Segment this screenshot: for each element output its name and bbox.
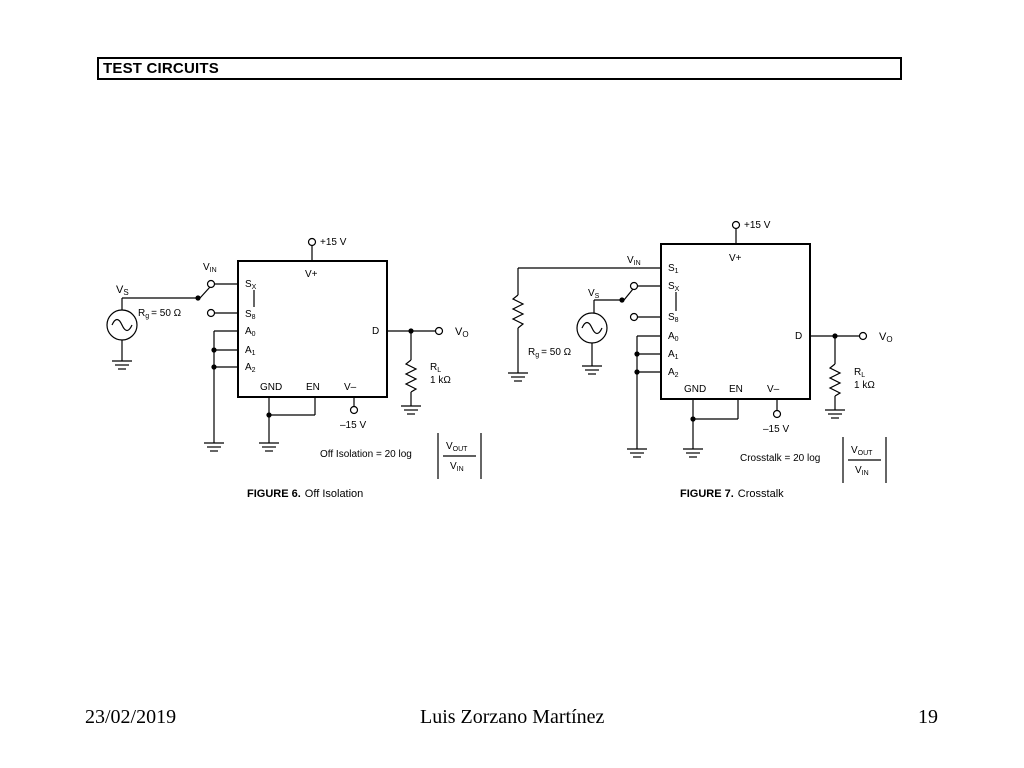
fig7-en-pin: EN: [729, 384, 743, 395]
fig7-vminus-pin: V–: [767, 384, 780, 395]
fig7-a0-label: A0: [668, 331, 679, 343]
fig6-vout: VOUT: [446, 441, 468, 453]
fig7-vin-label: VIN: [627, 255, 641, 267]
footer-page-number: 19: [918, 706, 938, 728]
fig6-vminus-pin: V–: [344, 382, 357, 393]
fig7-vs-label: VS: [588, 288, 600, 300]
fig7-chip: [660, 243, 811, 400]
fig6-sx-label: SX: [245, 279, 257, 291]
fig7-s8-label: S8: [668, 312, 679, 324]
fig7-d-pin: D: [795, 331, 802, 342]
fig6-vin-den: VIN: [450, 461, 464, 473]
fig6-formula-label: Off Isolation = 20 log: [320, 449, 412, 460]
fig6-vminus-supply: –15 V: [340, 420, 366, 431]
fig6-a0-label: A0: [245, 326, 256, 338]
fig6-chip: [237, 260, 388, 398]
fig7-a1-label: A1: [668, 349, 679, 361]
fig6-caption: FIGURE 6.Off Isolation: [247, 488, 363, 500]
header-bar: TEST CIRCUITS: [97, 57, 902, 80]
fig7-rl-value: 1 kΩ: [854, 380, 875, 391]
fig7-vo-label: VO: [879, 331, 893, 344]
fig7-vout: VOUT: [851, 445, 873, 457]
fig6-d-pin: D: [372, 326, 379, 337]
fig6-rl-value: 1 kΩ: [430, 375, 451, 386]
figure-6-circuit: [106, 237, 482, 479]
fig7-formula-label: Crosstalk = 20 log: [740, 453, 820, 464]
fig7-gnd-pin: GND: [684, 384, 706, 395]
fig7-vminus-supply: –15 V: [763, 424, 789, 435]
fig7-sx-label: SX: [668, 281, 680, 293]
fig6-rl-label: RL: [430, 362, 441, 374]
fig7-vplus-supply: +15 V: [744, 220, 771, 231]
fig6-vs-label: VS: [116, 284, 129, 297]
figure-7-circuit: [508, 220, 887, 483]
footer-date: 23/02/2019: [85, 706, 177, 728]
fig6-gnd-pin: GND: [260, 382, 282, 393]
fig7-vin-den: VIN: [855, 465, 869, 477]
fig7-rl-label: RL: [854, 367, 865, 379]
fig6-a2-label: A2: [245, 362, 256, 374]
fig6-rg-label: Rg= 50 Ω: [138, 308, 182, 320]
fig7-caption: FIGURE 7.Crosstalk: [680, 488, 784, 500]
footer-author: Luis Zorzano Martínez: [420, 706, 605, 728]
fig6-a1-label: A1: [245, 345, 256, 357]
fig6-en-pin: EN: [306, 382, 320, 393]
fig6-vplus-supply: +15 V: [320, 237, 347, 248]
fig7-s1-label: S1: [668, 263, 679, 275]
fig6-vo-label: VO: [455, 326, 469, 339]
fig7-rg-label: Rg= 50 Ω: [528, 347, 572, 359]
fig6-vin-label: VIN: [203, 262, 217, 274]
header-title: TEST CIRCUITS: [103, 60, 219, 77]
fig6-s8-label: S8: [245, 309, 256, 321]
fig6-vplus-pin: V+: [305, 269, 318, 280]
fig7-a2-label: A2: [668, 367, 679, 379]
fig7-vplus-pin: V+: [729, 253, 742, 264]
